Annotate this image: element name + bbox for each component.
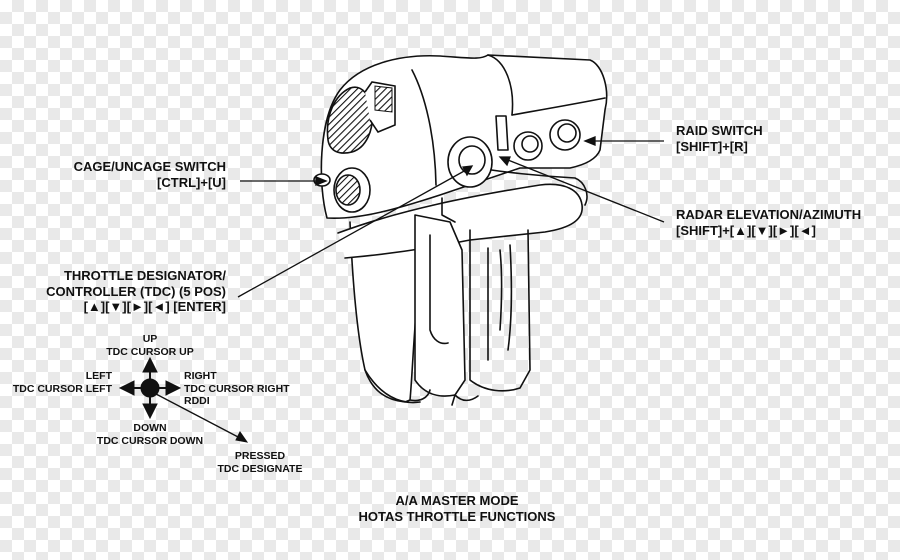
caption-line1: A/A MASTER MODE	[395, 493, 519, 508]
arrow-pressed-icon	[235, 431, 249, 443]
tdc-pressed-line1: PRESSED	[234, 450, 286, 462]
arrow-left-icon	[118, 380, 135, 396]
raid-switch-icon	[549, 119, 581, 151]
tdc-right-label: RIGHT TDC CURSOR RIGHT RDDI	[184, 370, 290, 408]
arrow-right-icon	[165, 380, 182, 396]
tdc-right-line2: TDC CURSOR RIGHT	[184, 382, 290, 395]
tdc-label: THROTTLE DESIGNATOR/ CONTROLLER (TDC) (5…	[46, 268, 226, 315]
arrow-up-icon	[142, 356, 158, 373]
cage-switch-label: CAGE/UNCAGE SWITCH [CTRL]+[U]	[74, 159, 226, 190]
tdc-right-line1: RIGHT	[184, 370, 217, 382]
tdc-title-line2: CONTROLLER (TDC) (5 POS)	[46, 283, 226, 299]
tdc-left-label: LEFT TDC CURSOR LEFT	[13, 370, 112, 395]
grip-handle	[349, 221, 419, 403]
tdc-left-line2: TDC CURSOR LEFT	[12, 382, 112, 395]
raid-switch-title: RAID SWITCH	[676, 123, 763, 138]
tdc-direction-indicator	[118, 356, 249, 443]
caption-line2: HOTAS THROTTLE FUNCTIONS	[358, 508, 556, 524]
raid-switch-label: RAID SWITCH [SHIFT]+[R]	[676, 123, 763, 154]
tdc-right-line3: RDDI	[184, 395, 210, 408]
tdc-title-line1: THROTTLE DESIGNATOR/	[63, 268, 226, 283]
tdc-left-line1: LEFT	[85, 370, 112, 382]
tdc-up-line1: UP	[142, 333, 158, 345]
radar-elevation-keys: [SHIFT]+[▲][▼][►][◄]	[676, 222, 816, 238]
tdc-pressed-label: PRESSED TDC DESIGNATE	[205, 450, 315, 475]
tdc-keys: [▲][▼][►][◄] [ENTER]	[83, 299, 226, 315]
tdc-up-label: UP TDC CURSOR UP	[100, 333, 200, 358]
tdc-up-line2: TDC CURSOR UP	[106, 345, 194, 358]
arrow-down-icon	[142, 403, 158, 420]
tdc-pressed-line2: TDC DESIGNATE	[217, 462, 303, 475]
leader-lines	[237, 136, 665, 298]
tdc-button-icon	[447, 136, 493, 188]
radar-elevation-label: RADAR ELEVATION/AZIMUTH [SHIFT]+[▲][▼][►…	[676, 207, 861, 238]
tdc-down-label: DOWN TDC CURSOR DOWN	[90, 422, 210, 447]
tdc-down-line1: DOWN	[133, 422, 167, 434]
tdc-down-line2: TDC CURSOR DOWN	[96, 434, 204, 447]
cage-switch-keys: [CTRL]+[U]	[157, 174, 226, 190]
radar-elevation-button-icon	[513, 131, 543, 161]
raid-switch-keys: [SHIFT]+[R]	[676, 138, 748, 154]
rotary-knob-icon	[326, 81, 396, 154]
radar-elevation-title: RADAR ELEVATION/AZIMUTH	[676, 207, 862, 222]
diagram-caption: A/A MASTER MODE HOTAS THROTTLE FUNCTIONS	[330, 493, 584, 524]
cage-switch-title: CAGE/UNCAGE SWITCH	[73, 159, 226, 174]
cage-switch-icon	[313, 167, 371, 213]
